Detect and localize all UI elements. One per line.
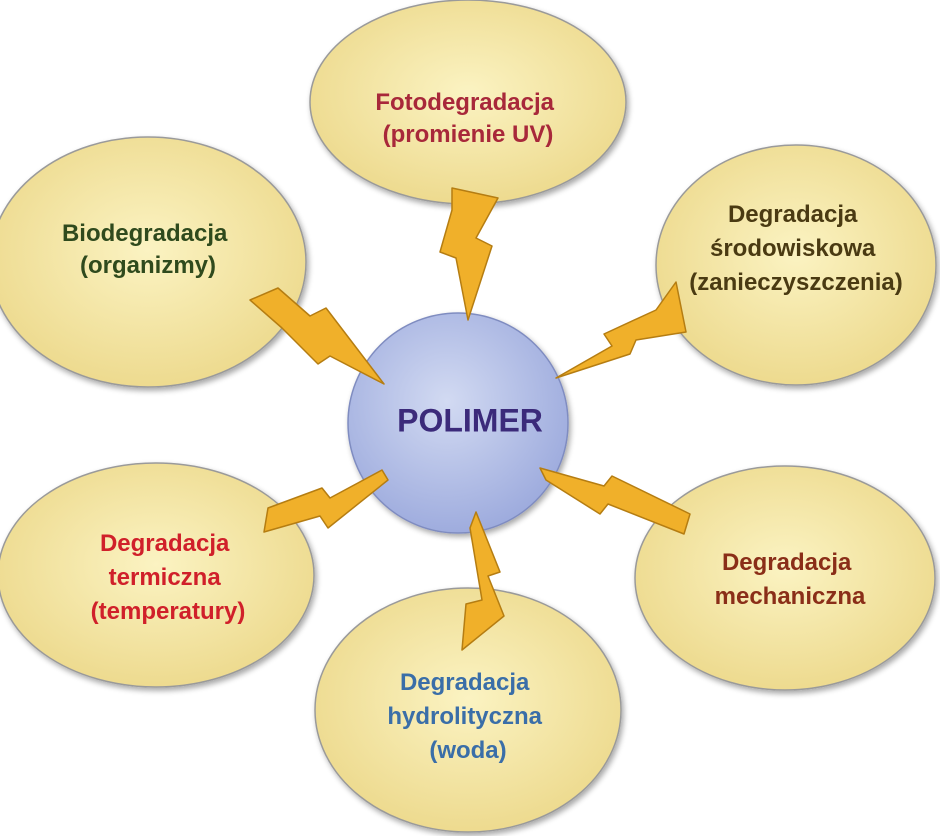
node-label-line: środowiskowa <box>710 235 876 262</box>
lightning-bolt-icon <box>249 287 385 385</box>
node-label-line: (promienie UV) <box>383 121 554 148</box>
center-circle <box>347 312 569 534</box>
node-label-fotodegradacja: Fotodegradacja (promienie UV) <box>375 89 560 148</box>
node-label-line: (woda) <box>429 737 506 764</box>
node-ellipse-degradacja-srodowiskowa <box>655 144 937 386</box>
lightning-bolt-icon <box>461 511 505 651</box>
node-ellipse-degradacja-mechaniczna <box>634 465 936 691</box>
node-label-degradacja-srodowiskowa: Degradacja środowiskowa (zanieczyszczeni… <box>689 201 902 296</box>
node-label-line: (organizmy) <box>80 252 216 279</box>
node-label-line: hydrolityczna <box>387 703 542 730</box>
center-label: POLIMER <box>397 402 543 438</box>
node-label-line: Fotodegradacja <box>375 89 554 116</box>
lightning-bolts <box>249 187 691 651</box>
node-label-degradacja-termiczna: Degradacja termiczna (temperatury) <box>91 530 246 625</box>
node-ellipse-biodegradacja <box>0 136 307 388</box>
lightning-bolt-icon <box>439 187 499 321</box>
center-node: POLIMER <box>347 312 569 534</box>
node-label-line: (temperatury) <box>91 598 246 625</box>
node-label-line: Degradacja <box>400 669 530 696</box>
node-label-line: Degradacja <box>100 530 230 557</box>
node-ellipse-degradacja-termiczna <box>0 462 315 688</box>
node-label-degradacja-hydrolityczna: Degradacja hydrolityczna (woda) <box>387 669 548 764</box>
lightning-bolt-icon <box>555 281 687 379</box>
node-label-biodegradacja: Biodegradacja (organizmy) <box>62 220 234 279</box>
node-label-line: termiczna <box>109 564 222 591</box>
node-label-line: mechaniczna <box>715 583 866 610</box>
lightning-bolt-icon <box>263 469 389 533</box>
node-ellipse-degradacja-hydrolityczna <box>314 587 622 833</box>
node-labels: Fotodegradacja (promienie UV) Biodegrada… <box>62 89 903 764</box>
node-label-line: (zanieczyszczenia) <box>689 269 902 296</box>
node-label-degradacja-mechaniczna: Degradacja mechaniczna <box>715 549 866 610</box>
node-label-line: Degradacja <box>722 549 852 576</box>
lightning-bolt-icon <box>539 467 691 535</box>
node-label-line: Biodegradacja <box>62 220 228 247</box>
node-label-line: Degradacja <box>728 201 858 228</box>
